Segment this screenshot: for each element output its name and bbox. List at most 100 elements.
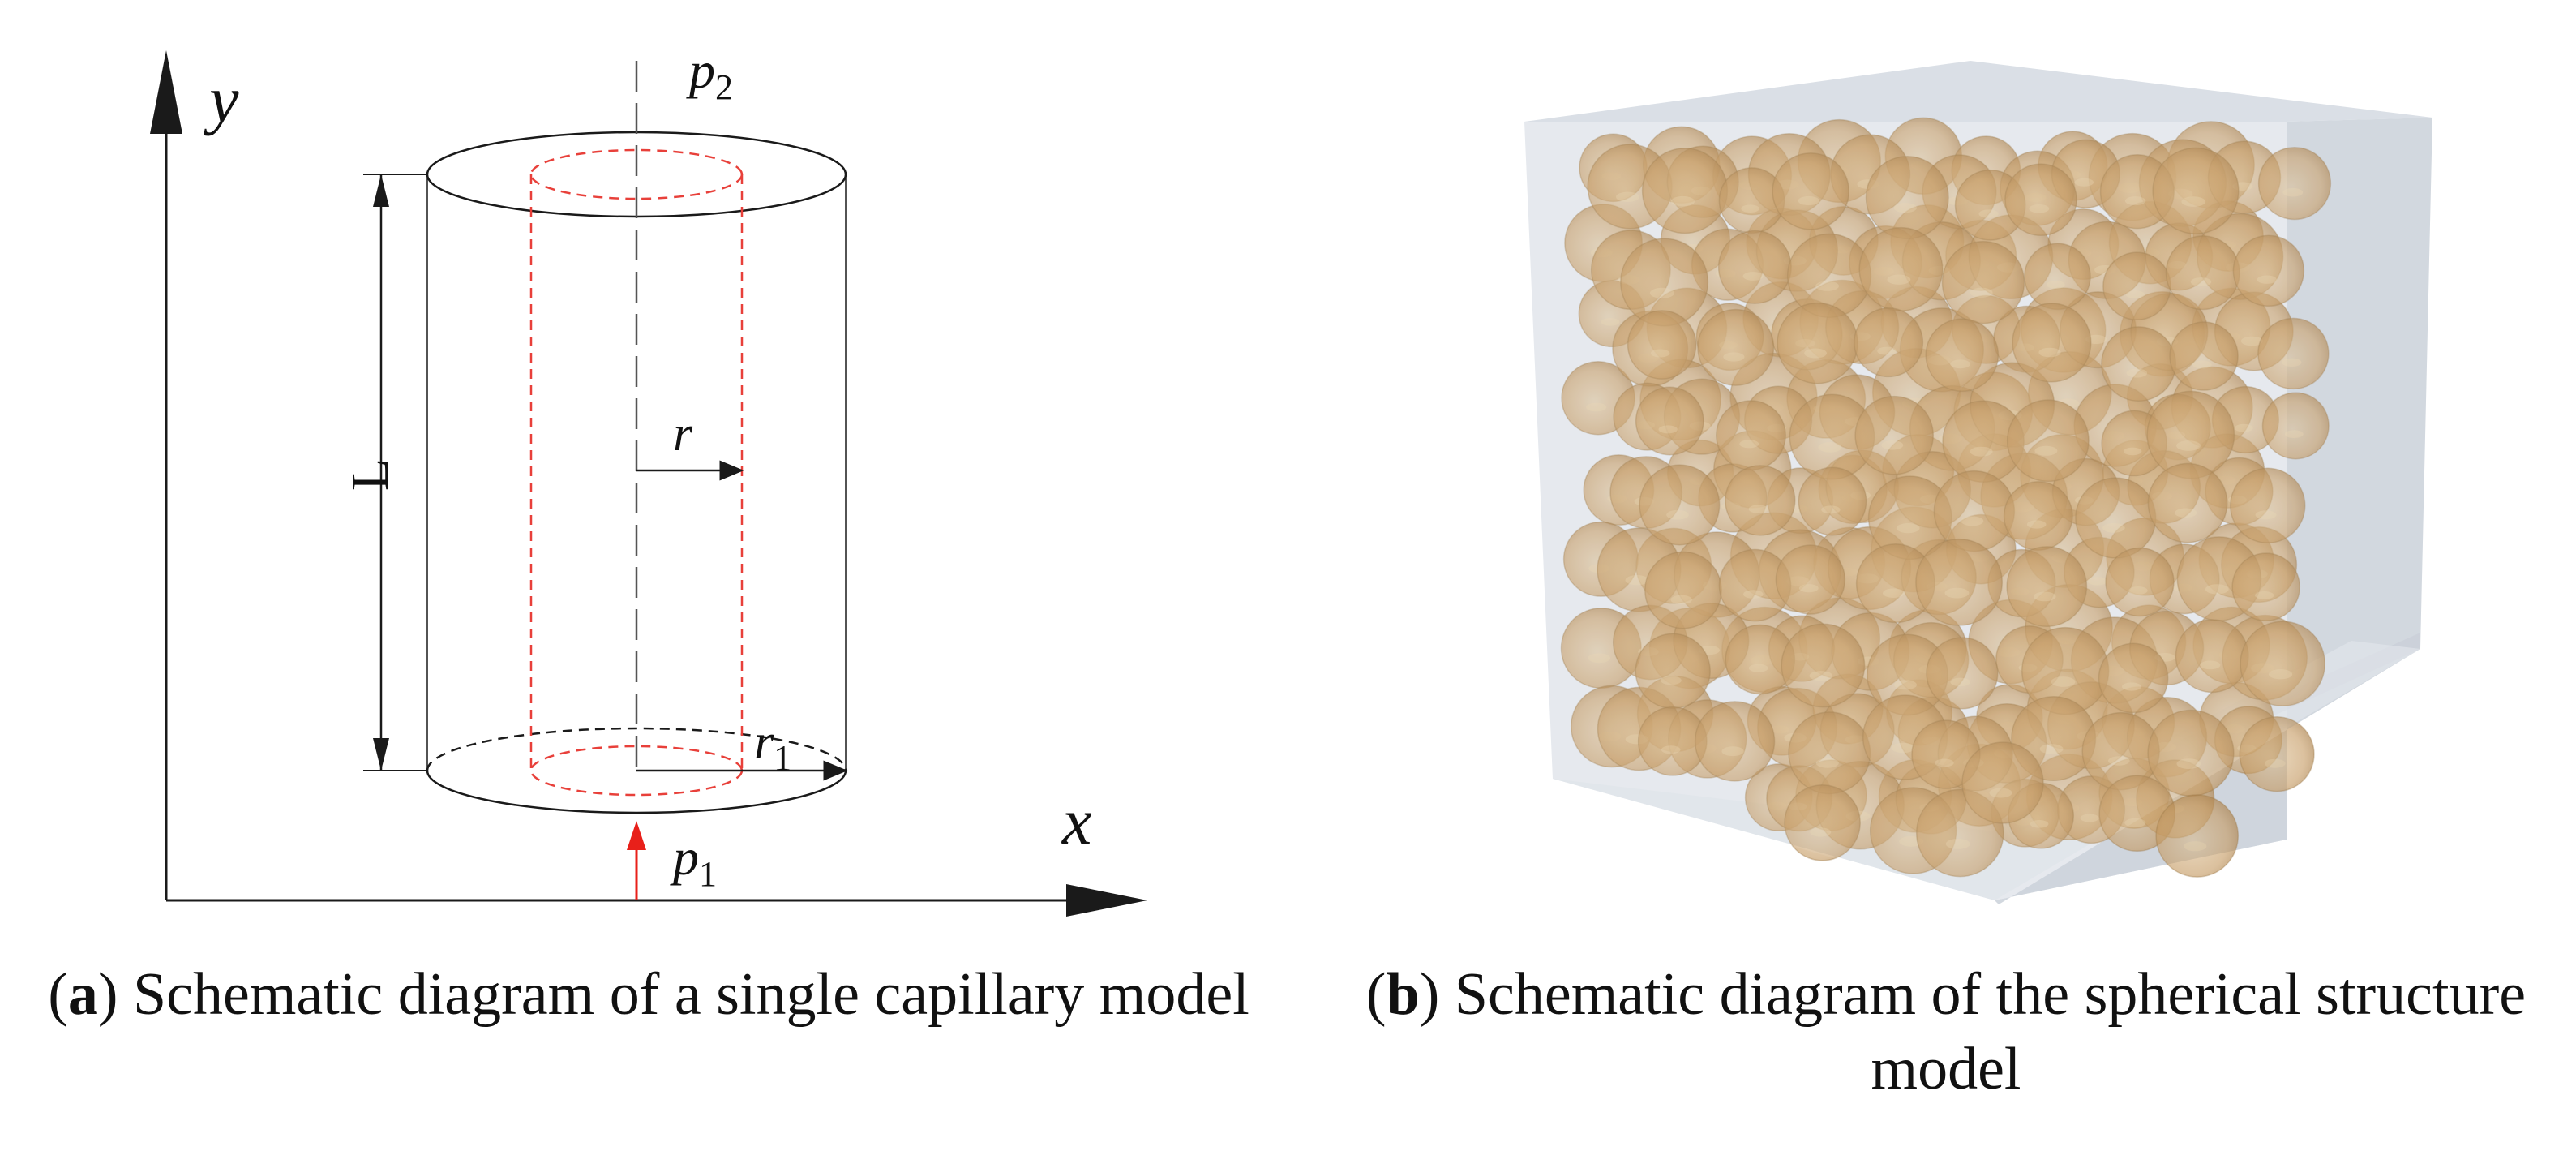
sphere-highlight xyxy=(2087,577,2107,586)
sphere-highlight xyxy=(1809,671,1833,681)
sphere-highlight xyxy=(2282,187,2304,197)
sphere-highlight xyxy=(1649,287,1674,298)
sphere-highlight xyxy=(1739,440,1759,449)
sphere-highlight xyxy=(1821,505,1841,514)
sphere-highlight xyxy=(1804,348,1828,359)
sphere-highlight xyxy=(2205,584,2229,595)
sphere-highlight xyxy=(1944,587,1970,599)
sphere-highlight xyxy=(1723,352,1745,362)
sphere-highlight xyxy=(2124,196,2146,206)
sphere xyxy=(2257,317,2330,390)
sphere xyxy=(1694,701,1776,782)
x-axis-label: x xyxy=(1061,784,1091,858)
sphere-highlight xyxy=(1798,584,1819,593)
sphere-highlight xyxy=(2074,178,2094,187)
sphere xyxy=(1627,310,1697,380)
outer-radius-label: r1 xyxy=(754,715,791,778)
sphere-highlight xyxy=(2034,591,2056,602)
sphere-highlight xyxy=(2200,660,2221,670)
cylinder-bottom-back xyxy=(426,727,847,771)
sphere-highlight xyxy=(2190,277,2212,286)
y-axis-arrowhead xyxy=(150,50,182,134)
sphere xyxy=(1915,538,2004,626)
sphere-highlight xyxy=(1894,680,1918,690)
sphere-highlight xyxy=(2240,336,2263,346)
sphere-highlight xyxy=(2192,360,2212,369)
sphere-highlight xyxy=(2126,368,2148,378)
sphere-highlight xyxy=(2184,841,2207,852)
caption-panel-b-letter: b xyxy=(1386,961,1420,1028)
length-label: L xyxy=(341,458,400,491)
sphere-highlight xyxy=(1741,204,1759,213)
sphere-highlight xyxy=(1989,788,2012,798)
sphere xyxy=(1941,240,2025,324)
sphere-highlight xyxy=(2039,744,2064,754)
sphere xyxy=(2239,716,2315,792)
sphere xyxy=(1635,386,1704,456)
sphere-highlight xyxy=(1935,758,1954,767)
caption-panel-a-text: Schematic diagram of a single capillary … xyxy=(133,961,1249,1028)
sphere-highlight xyxy=(2255,591,2274,599)
inflow-arrowhead xyxy=(627,821,646,850)
sphere-highlight xyxy=(1818,442,1842,453)
sphere-highlight xyxy=(2255,510,2277,520)
sphere-highlight xyxy=(2181,196,2206,207)
sphere-highlight xyxy=(1658,425,1678,434)
sphere-highlight xyxy=(1950,677,1970,687)
sphere xyxy=(2004,163,2077,237)
sphere xyxy=(2006,399,2090,483)
bottom-pressure-label: p1 xyxy=(670,828,717,894)
sphere xyxy=(1854,307,1924,378)
sphere-highlight xyxy=(2122,682,2141,691)
sphere-highlight xyxy=(2030,820,2049,828)
sphere xyxy=(1925,318,2000,393)
sphere-highlight xyxy=(1650,349,1670,358)
length-arrow-top xyxy=(373,174,389,207)
sphere xyxy=(2231,552,2301,621)
sphere-highlight xyxy=(2264,758,2286,768)
sphere-highlight xyxy=(2234,423,2253,432)
sphere-highlight xyxy=(1670,595,1692,605)
sphere-packing xyxy=(1560,117,2332,878)
sphere-highlight xyxy=(1798,195,1819,206)
sphere-highlight xyxy=(2108,756,2130,766)
sphere xyxy=(1697,308,1775,386)
sphere-highlight xyxy=(2034,445,2058,456)
caption-panel-b: (b) Schematic diagram of the spherical s… xyxy=(1365,961,2527,1102)
sphere-highlight xyxy=(2051,676,2076,687)
sphere xyxy=(1725,465,1796,536)
sphere-highlight xyxy=(1743,590,1764,599)
caption-panel-b-text: Schematic diagram of the spherical struc… xyxy=(1454,961,2527,1102)
sphere-highlight xyxy=(2124,818,2146,828)
box-top-face xyxy=(1524,61,2432,122)
sphere-highlight xyxy=(1588,653,1611,664)
sphere-highlight xyxy=(1666,509,1689,520)
capillary-model-diagram: y x r r1 L p2 xyxy=(150,41,1147,917)
sphere-highlight xyxy=(2125,290,2145,299)
sphere-highlight xyxy=(1616,191,1639,202)
sphere-highlight xyxy=(1978,209,1999,218)
sphere-highlight xyxy=(1670,195,1695,207)
sphere xyxy=(1775,544,1846,615)
sphere-highlight xyxy=(2175,508,2197,518)
sphere xyxy=(1772,152,1850,230)
box-bottom-face xyxy=(1553,641,2420,900)
sphere-highlight xyxy=(1586,402,1607,412)
sphere-highlight xyxy=(2047,281,2065,289)
sphere-highlight xyxy=(1625,575,1649,586)
sphere-highlight xyxy=(2026,520,2047,529)
sphere xyxy=(1854,395,1935,475)
sphere-highlight xyxy=(1810,827,1832,837)
sphere-highlight xyxy=(1891,742,1915,754)
sphere-highlight xyxy=(2282,358,2302,367)
sphere-highlight xyxy=(1945,839,1970,849)
sphere-highlight xyxy=(1877,346,1897,355)
sphere xyxy=(2169,321,2239,391)
sphere-highlight xyxy=(1887,274,1911,285)
sphere-highlight xyxy=(2176,440,2201,451)
y-axis-label: y xyxy=(204,62,239,136)
sphere xyxy=(2261,392,2330,460)
sphere-highlight xyxy=(1881,440,1904,450)
sphere xyxy=(2105,547,2175,617)
